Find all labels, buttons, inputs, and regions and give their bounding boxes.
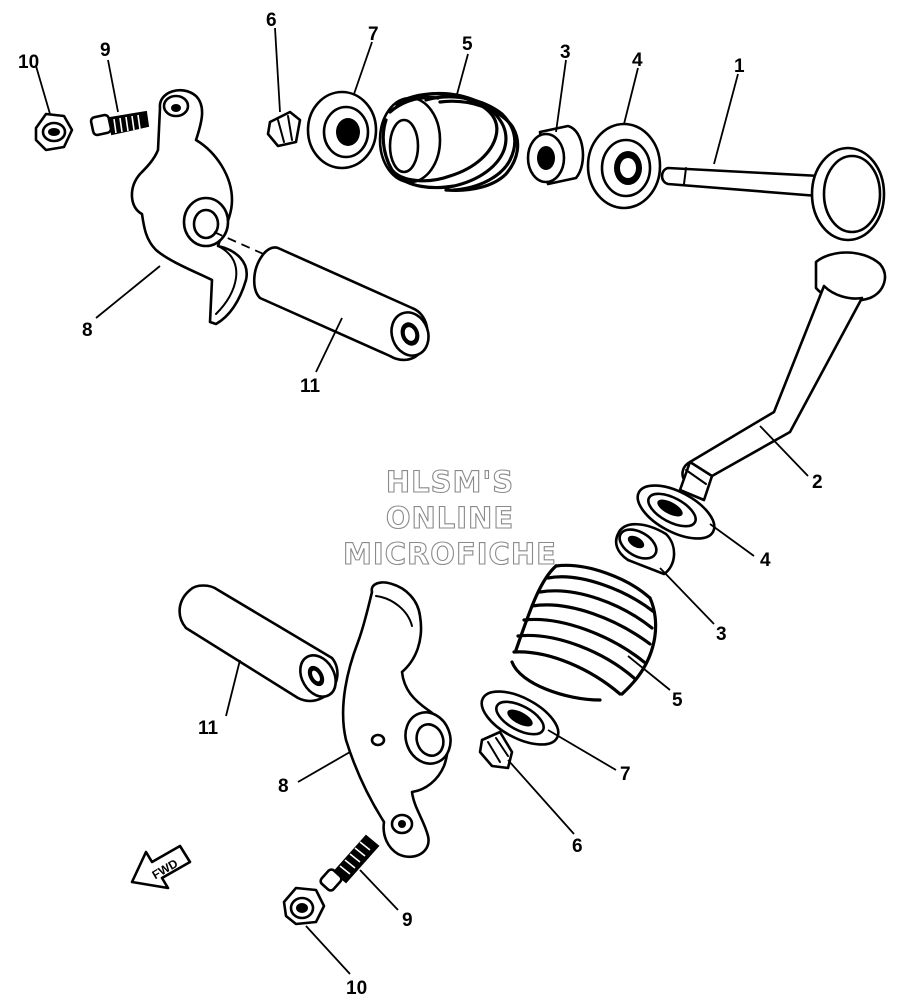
callout-6-upper: 6 (266, 10, 277, 31)
callout-10-lower: 10 (346, 978, 367, 999)
callout-5-upper: 5 (462, 34, 473, 55)
spring-seat-upper (306, 90, 378, 170)
callout-10-upper: 10 (18, 52, 39, 73)
rocker-arm-upper (130, 89, 248, 326)
watermark: HLSM'S ONLINE MICROFICHE (343, 464, 557, 571)
callout-6-lower: 6 (572, 836, 583, 857)
callout-2-lower: 2 (812, 472, 823, 493)
valve-lower (678, 251, 887, 502)
spring-seat-upper-lower (480, 690, 560, 746)
rocker-shaft-lower (178, 584, 339, 703)
callout-3-upper: 3 (560, 42, 571, 63)
watermark-line-3: MICROFICHE (343, 537, 557, 571)
callout-5-lower: 5 (672, 690, 683, 711)
callout-4-upper: 4 (632, 50, 643, 71)
adjusting-screw-lower (319, 834, 380, 892)
rocker-shaft-upper (213, 231, 430, 362)
watermark-line-1: HLSM'S (386, 465, 514, 499)
rocker-arm-lower (341, 581, 452, 859)
callout-9-lower: 9 (402, 910, 413, 931)
callout-9-upper: 9 (100, 40, 111, 61)
adjusting-screw-upper (89, 110, 150, 137)
callout-1-upper: 1 (734, 56, 745, 77)
valve-stem-seal-lower (614, 522, 676, 576)
valve-upper (660, 146, 886, 242)
callout-7-lower: 7 (620, 764, 631, 785)
spring-seat-lower-lower (636, 484, 716, 540)
valve-cotter-upper (266, 110, 302, 148)
callout-8-lower: 8 (278, 776, 289, 797)
callout-7-upper: 7 (368, 24, 379, 45)
callout-labels-upper: 10 9 6 7 5 3 4 1 8 11 (18, 10, 745, 397)
watermark-line-2: ONLINE (386, 501, 514, 535)
valve-cotter-lower (478, 730, 514, 770)
hex-nut-upper (34, 112, 74, 152)
callout-labels-lower: 2 4 3 5 7 6 11 8 9 10 (198, 472, 823, 999)
callout-4-lower: 4 (760, 550, 771, 571)
forward-direction-arrow: FWD (130, 844, 192, 890)
callout-11-lower: 11 (198, 718, 219, 739)
callout-8-upper: 8 (82, 320, 93, 341)
valve-spring-upper (378, 91, 520, 192)
callout-11-upper: 11 (300, 376, 321, 397)
valve-spring-lower (510, 563, 658, 702)
hex-nut-lower (282, 886, 326, 926)
spring-seat-lower-upper (586, 122, 662, 210)
leader-lines (35, 27, 809, 975)
valve-stem-seal-upper (526, 124, 585, 186)
callout-3-lower: 3 (716, 624, 727, 645)
